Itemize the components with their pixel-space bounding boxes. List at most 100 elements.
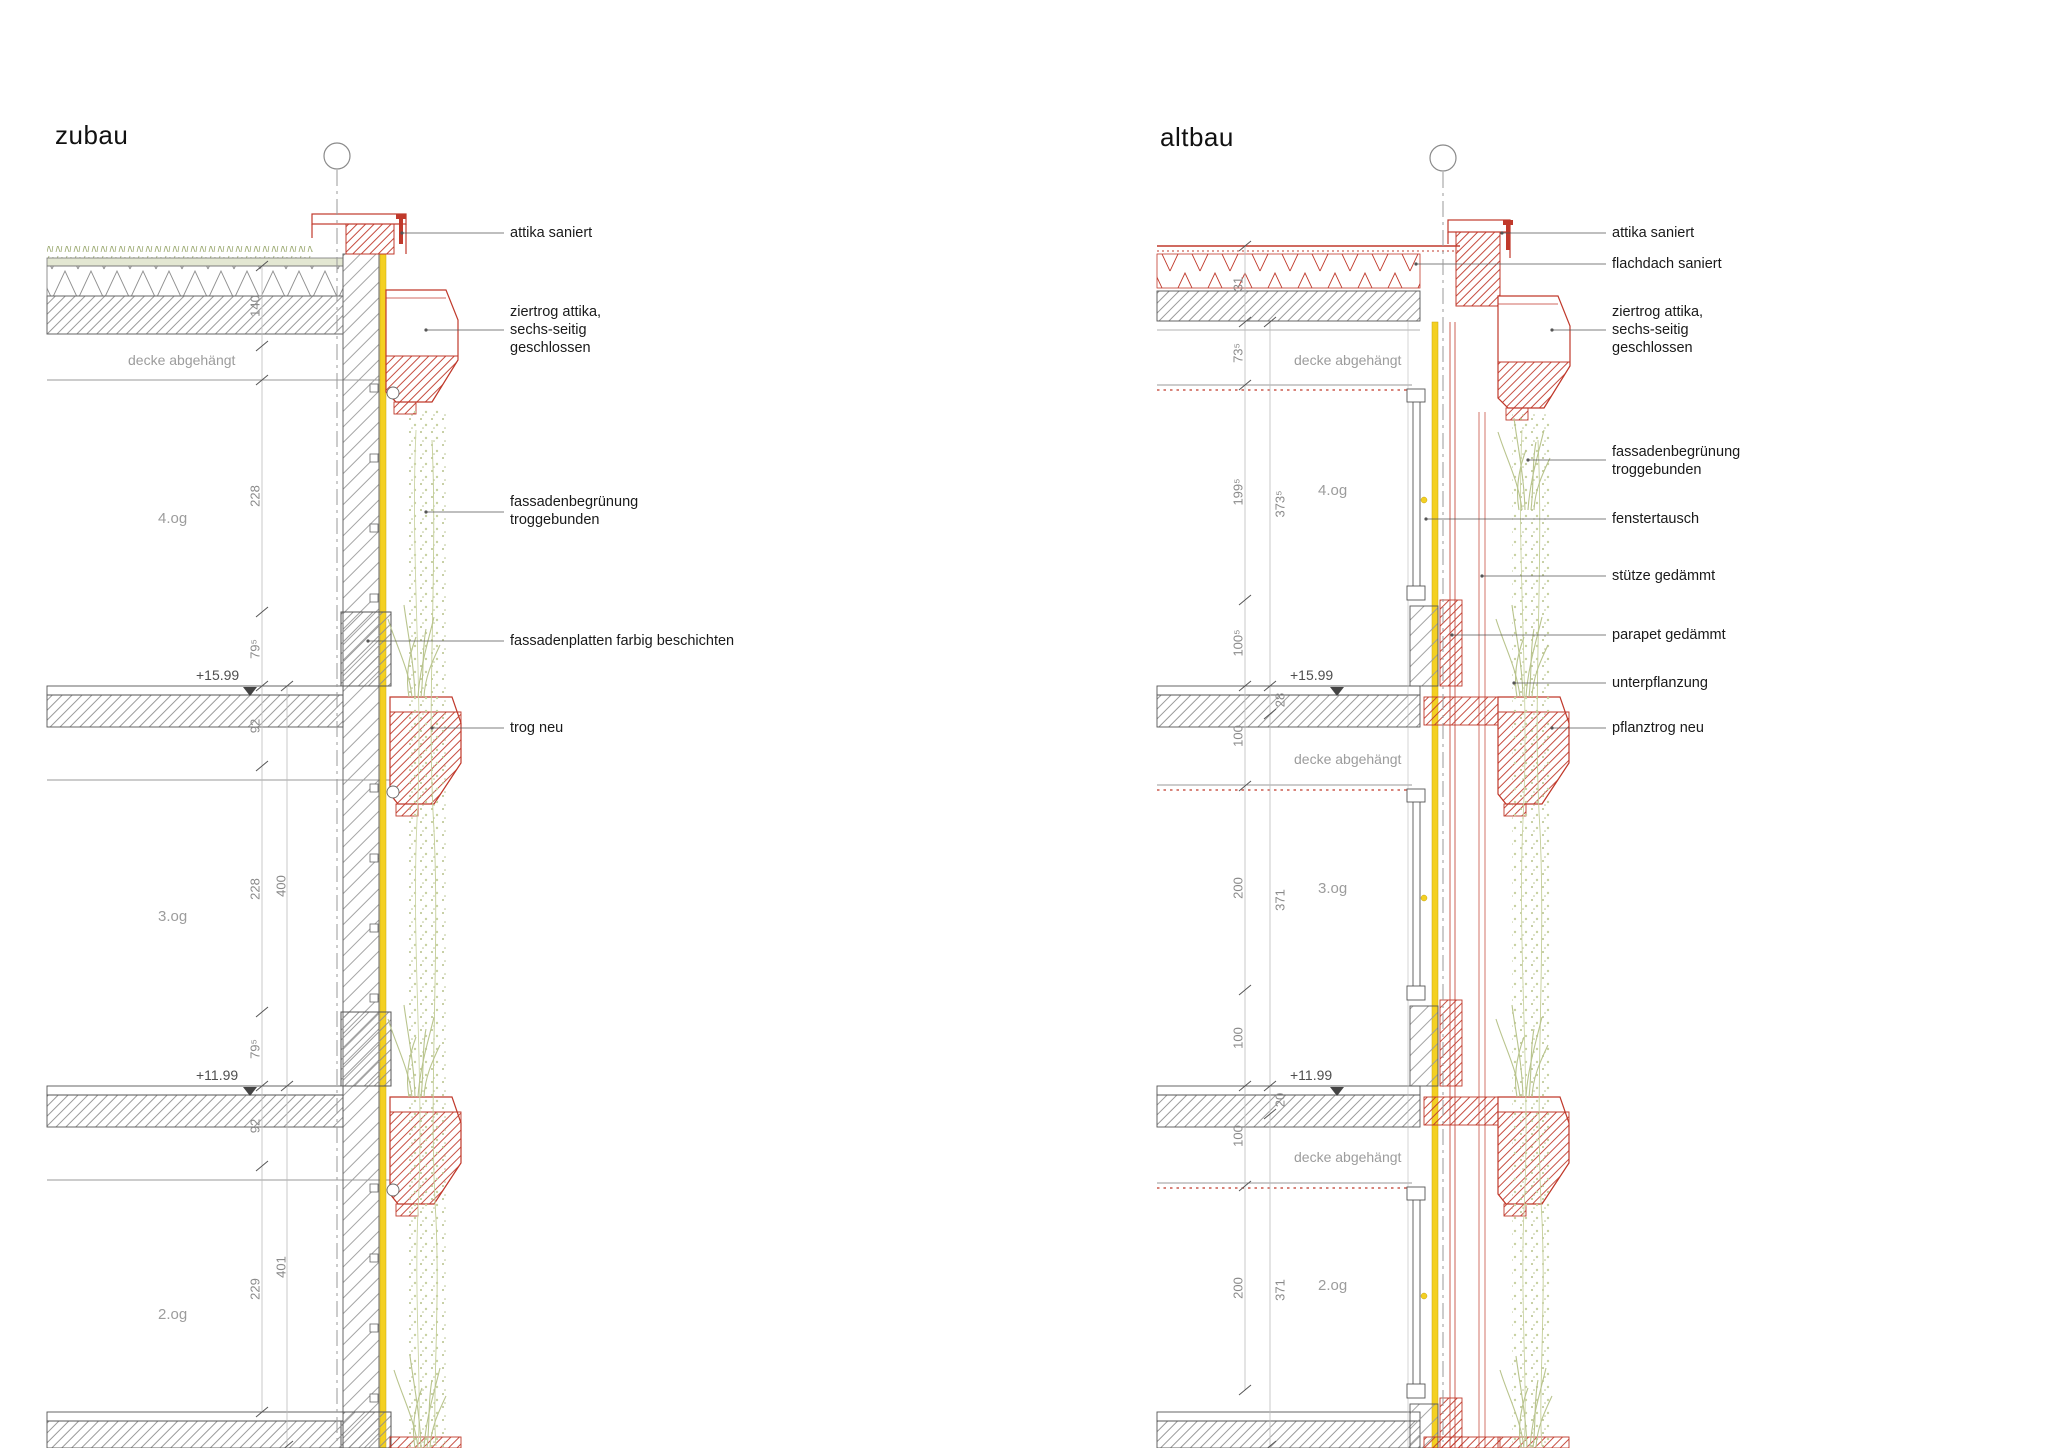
dim-label: 400 <box>273 875 289 897</box>
altbau-leader-lines <box>1414 231 1606 730</box>
dim-label: 199⁵ <box>1230 478 1246 506</box>
annotation-line: geschlossen <box>1612 340 1693 356</box>
altbau-level-markers <box>1288 685 1350 1096</box>
annotation-trog-neu: trog neu <box>510 719 563 737</box>
dim-label: 373⁵ <box>1272 490 1288 518</box>
annotation-line: pflanztrog neu <box>1612 720 1704 736</box>
zubau-ziertrog <box>385 289 459 415</box>
altbau-dimension-chains <box>1238 240 1277 1448</box>
altbau-parapets <box>1409 599 1463 1448</box>
level-label: +15.99 <box>1290 667 1334 683</box>
annotation-line: ziertrog attika, <box>1612 304 1704 320</box>
dim-label: 20 <box>1272 1092 1288 1108</box>
annotation-parapet-gedaemmt: parapet gedämmt <box>1612 626 1726 644</box>
ceiling-label: decke abgehängt <box>1294 751 1402 767</box>
altbau-section-marker-circle <box>1429 144 1457 172</box>
dim-label: 229 <box>247 1278 263 1300</box>
dim-label: 28 <box>1272 692 1288 708</box>
dim-label: 371 <box>1272 1279 1288 1301</box>
altbau-ziertrog <box>1497 295 1571 421</box>
dim-label: 31 <box>1230 276 1246 292</box>
level-label: +11.99 <box>196 1067 239 1083</box>
dim-label: 200 <box>1230 1277 1246 1299</box>
annotation-stuetze-gedaemmt: stütze gedämmt <box>1612 567 1715 585</box>
annotation-line: flachdach saniert <box>1612 256 1722 272</box>
annotation-attika-saniert-alt: attika saniert <box>1612 224 1694 242</box>
ceiling-label: decke abgehängt <box>128 352 236 368</box>
zubau-pipes <box>386 386 400 1197</box>
zubau-wall <box>342 253 380 1448</box>
annotation-unterpflanzung: unterpflanzung <box>1612 674 1708 692</box>
zubau-section-marker-circle <box>323 142 351 170</box>
floor-label: 2.og <box>158 1306 188 1323</box>
annotation-line: attika saniert <box>510 225 593 241</box>
annotation-line: sechs-seitig <box>1612 322 1689 338</box>
ceiling-label: decke abgehängt <box>1294 352 1402 368</box>
annotation-line: trog neu <box>510 720 564 736</box>
altbau-drawing <box>1156 144 1606 1448</box>
zubau-green-roof <box>46 246 344 335</box>
dim-label: 140 <box>247 295 263 317</box>
dim-label: 228 <box>247 485 263 507</box>
floor-label: 2.og <box>1318 1277 1348 1294</box>
level-label: +11.99 <box>1290 1067 1333 1083</box>
dim-label: 92 <box>247 1118 263 1134</box>
annotation-fassadenbegruenung: fassadenbegrünung troggebunden <box>510 493 638 529</box>
annotation-line: attika saniert <box>1612 225 1695 241</box>
annotation-ziertrog-attika: ziertrog attika, sechs-seitig geschlosse… <box>510 303 601 357</box>
annotation-line: troggebunden <box>510 512 600 528</box>
floor-label: 4.og <box>158 510 188 527</box>
altbau-floor-slabs <box>1156 685 1421 1448</box>
zubau-drawing <box>46 142 504 1448</box>
annotation-attika-saniert: attika saniert <box>510 224 592 242</box>
annotation-fassadenplatten: fassadenplatten farbig beschichten <box>510 632 734 650</box>
annotation-pflanztrog-neu: pflanztrog neu <box>1612 719 1704 737</box>
dim-label: 79⁵ <box>247 1039 263 1059</box>
annotation-line: ziertrog attika, <box>510 304 602 320</box>
dim-label: 100 <box>1230 1027 1246 1049</box>
annotation-flachdach-saniert: flachdach saniert <box>1612 255 1722 273</box>
dim-label: 92 <box>247 718 263 734</box>
dim-label: 79⁵ <box>247 639 263 659</box>
annotation-line: fassadenbegrünung <box>510 494 639 510</box>
dim-label: 100 <box>1230 725 1246 747</box>
annotation-fassadenbegruenung-alt: fassadenbegrünung troggebunden <box>1612 443 1740 479</box>
zubau-leader-lines <box>366 231 504 730</box>
zubau-vegetation <box>387 410 447 1448</box>
annotation-line: geschlossen <box>510 340 591 356</box>
dim-label: 401 <box>273 1256 289 1278</box>
zubau-parapet-blocks <box>340 611 392 1448</box>
annotation-line: parapet gedämmt <box>1612 627 1726 643</box>
annotation-line: fenstertausch <box>1612 511 1700 527</box>
altbau-title: altbau <box>1160 122 1234 152</box>
annotation-line: fassadenplatten farbig beschichten <box>510 633 735 649</box>
floor-label: 3.og <box>158 908 188 925</box>
level-label: +15.99 <box>196 667 240 683</box>
annotation-line: unterpflanzung <box>1612 675 1708 691</box>
annotation-line: troggebunden <box>1612 462 1702 478</box>
dim-label: 371 <box>1272 889 1288 911</box>
annotation-line: stütze gedämmt <box>1612 568 1716 584</box>
dim-label: 228 <box>247 878 263 900</box>
dim-label: 73⁵ <box>1230 343 1246 363</box>
altbau-ceiling-lines <box>1157 384 1412 1189</box>
zubau-insulation-strip <box>379 253 387 1448</box>
zubau-attika <box>311 213 407 255</box>
annotation-ziertrog-attika-alt: ziertrog attika, sechs-seitig geschlosse… <box>1612 303 1703 357</box>
zubau-floor-slabs <box>46 685 344 1448</box>
zubau-facade-anchors <box>369 383 379 1403</box>
annotation-fenstertausch: fenstertausch <box>1612 510 1699 528</box>
annotation-line: fassadenbegrünung <box>1612 444 1741 460</box>
altbau-window-plane <box>1406 322 1428 1448</box>
zubau-level-markers <box>194 685 262 1096</box>
floor-label: 3.og <box>1318 880 1348 897</box>
ceiling-label: decke abgehängt <box>1294 1149 1402 1165</box>
floor-label: 4.og <box>1318 482 1348 499</box>
altbau-attika <box>1447 219 1513 307</box>
dim-label: 100⁵ <box>1230 629 1246 657</box>
dim-label: 100 <box>1230 1125 1246 1147</box>
annotation-line: sechs-seitig <box>510 322 587 338</box>
altbau-roof <box>1156 245 1460 331</box>
